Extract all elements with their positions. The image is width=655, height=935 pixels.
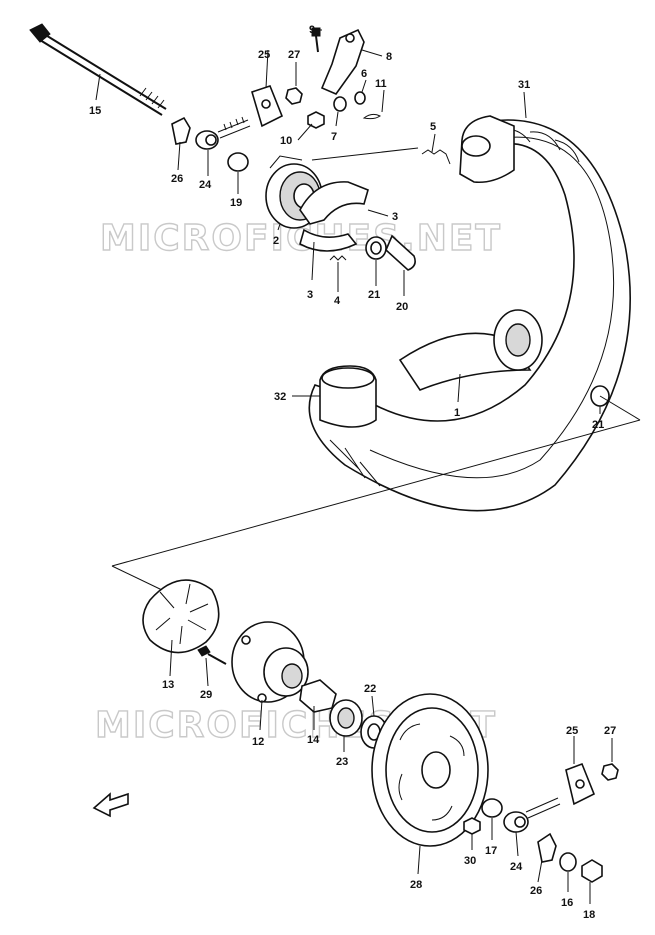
part-label-11: 11 (375, 78, 387, 90)
part-label-14: 14 (307, 734, 320, 746)
leader-lines (95, 29, 613, 904)
part-label-17: 17 (485, 845, 497, 857)
part-label-19: 19 (230, 197, 242, 209)
part-label-30: 30 (464, 855, 476, 867)
part-label-28: 28 (410, 879, 422, 891)
part-label-6: 6 (361, 68, 367, 80)
part-label-29: 29 (200, 689, 212, 701)
assembly-lines (111, 147, 641, 591)
part-label-24: 24 (199, 179, 212, 191)
rear-sprocket (371, 693, 489, 847)
part-label-3-upper: 3 (392, 211, 398, 223)
part-label-12: 12 (252, 736, 264, 748)
rear-axle (29, 23, 167, 116)
part-label-10: 10 (280, 135, 292, 147)
brake-parts-upper (171, 27, 451, 271)
part-label-25-lower: 25 (566, 725, 578, 737)
part-label-20: 20 (396, 301, 408, 313)
part-label-8: 8 (386, 51, 392, 63)
part-label-24-lower: 24 (510, 861, 523, 873)
part-label-21-upper: 21 (368, 289, 380, 301)
part-label-21-lower: 21 (592, 419, 604, 431)
part-label-22: 22 (364, 683, 376, 695)
damper-rubber (142, 579, 220, 654)
part-label-25: 25 (258, 49, 270, 61)
part-label-7: 7 (331, 131, 337, 143)
part-label-32: 32 (274, 391, 286, 403)
part-label-9: 9 (309, 24, 315, 36)
drive-parts-lower (142, 579, 619, 883)
part-label-4: 4 (334, 295, 341, 307)
part-label-31: 31 (518, 79, 530, 91)
part-label-5: 5 (430, 121, 436, 133)
part-label-18: 18 (583, 909, 595, 921)
part-label-1: 1 (454, 407, 460, 419)
part-label-3-lower: 3 (307, 289, 313, 301)
part-label-13: 13 (162, 679, 174, 691)
part-label-27: 27 (288, 49, 300, 61)
part-label-26: 26 (171, 173, 183, 185)
part-label-23: 23 (336, 756, 348, 768)
part-label-27-lower: 27 (604, 725, 616, 737)
part-labels: 9 8 25 27 6 11 31 15 10 7 5 26 24 19 3 2… (89, 24, 616, 921)
part-label-16: 16 (561, 897, 573, 909)
rear-wheel-rim-and-tire (308, 115, 631, 512)
part-label-2: 2 (273, 235, 279, 247)
part-label-15: 15 (89, 105, 101, 117)
front-direction-arrow-icon (92, 792, 129, 818)
part-label-26-lower: 26 (530, 885, 542, 897)
